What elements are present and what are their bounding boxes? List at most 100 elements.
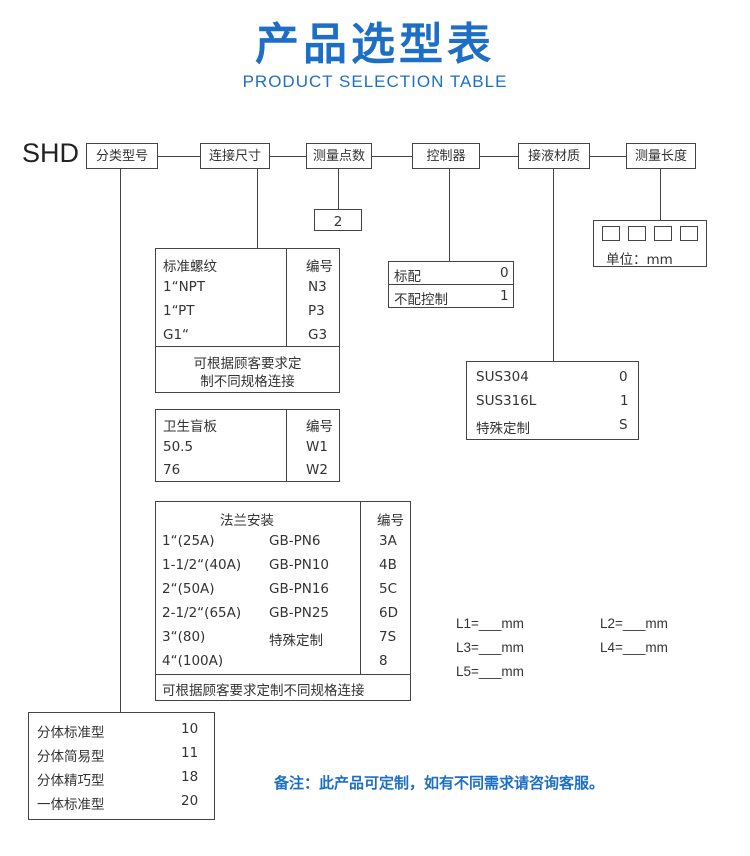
digit-square [628,226,646,241]
flange-row-standard: GB-PN6 [269,533,321,549]
model-row-code: 10 [181,721,199,737]
controller-row-name: 不配控制 [394,292,448,308]
model-row-name: 分体标准型 [37,725,105,741]
thread-row-name: G1“ [163,327,190,343]
model-row-code: 11 [181,745,199,761]
thread-footer: 制不同规格连接 [200,374,295,390]
controller-row-code: 0 [500,265,509,281]
material-row-code: S [619,417,628,433]
table-divider [156,346,339,347]
category-measure-points: 测量点数 [306,143,372,169]
thread-header-code: 编号 [306,259,333,275]
digit-square [680,226,698,241]
connector-line [590,156,626,157]
length-l2: L2=___mm [600,616,668,631]
code-prefix: SHD [22,138,80,168]
controller-table: 标配 0 不配控制 1 [388,261,514,308]
points-value-box: 2 [314,209,362,231]
flange-row-code: 8 [379,653,388,669]
flange-row-size: 2“(50A) [162,581,215,597]
flange-row-standard: GB-PN10 [269,557,330,573]
sanitary-row-code: W1 [306,439,328,455]
flange-row-size: 2-1/2“(65A) [162,605,242,621]
material-row-name: SUS316L [476,393,537,409]
model-row-code: 18 [181,769,199,785]
length-l4: L4=___mm [600,640,668,655]
model-row-name: 分体精巧型 [37,773,105,789]
thread-table: 标准螺纹 编号 1“NPT N3 1“PT P3 G1“ G3 可根据顾客要求定… [155,248,340,393]
flange-row-standard: 特殊定制 [269,633,323,649]
model-row-code: 20 [181,793,199,809]
flange-row-size: 4“(100A) [162,653,224,669]
table-divider [360,502,361,674]
table-divider [389,284,513,285]
thread-row-name: 1“NPT [163,279,206,295]
material-row-code: 0 [619,369,628,385]
model-row-name: 分体简易型 [37,749,105,765]
flange-header-code: 编号 [377,513,404,529]
length-l5: L5=___mm [456,664,524,679]
connector-line [660,169,661,220]
flange-row-code: 3A [379,533,397,549]
category-connection-size: 连接尺寸 [200,143,270,169]
connector-line [257,169,258,248]
thread-header-name: 标准螺纹 [163,259,217,275]
category-controller: 控制器 [412,143,480,169]
flange-row-size: 3“(80) [162,629,206,645]
sanitary-row-code: W2 [306,462,328,478]
flange-row-size: 1-1/2“(40A) [162,557,242,573]
sanitary-header-name: 卫生盲板 [163,419,217,435]
category-model: 分类型号 [86,143,158,169]
category-measure-length: 测量长度 [626,143,696,169]
page-subtitle: PRODUCT SELECTION TABLE [242,72,508,91]
thread-footer: 可根据顾客要求定 [193,356,302,372]
flange-row-code: 5C [379,581,398,597]
thread-row-code: P3 [308,303,325,319]
sanitary-table: 卫生盲板 编号 50.5 W1 76 W2 [155,409,340,482]
flange-header-name: 法兰安装 [220,513,274,529]
connector-line [553,169,554,361]
flange-row-size: 1“(25A) [162,533,215,549]
category-wetted-material: 接液材质 [518,143,590,169]
length-l1: L1=___mm [456,616,524,631]
connector-line [449,169,450,261]
digit-square [654,226,672,241]
thread-row-name: 1“PT [163,303,195,319]
flange-row-code: 7S [379,629,397,645]
material-table: SUS304 0 SUS316L 1 特殊定制 S [466,361,639,440]
sanitary-header-code: 编号 [306,419,333,435]
points-value: 2 [333,214,343,230]
flange-table: 法兰安装 编号 1“(25A) GB-PN6 3A 1-1/2“(40A) GB… [155,501,411,701]
connector-line [158,156,200,157]
connector-line [120,169,121,712]
page-title: 产品选型表 [255,19,495,70]
thread-row-code: N3 [308,279,327,295]
sanitary-row-name: 50.5 [163,439,194,455]
length-unit-label: 单位：mm [606,252,673,268]
flange-footer: 可根据顾客要求定制不同规格连接 [162,683,365,699]
length-l3: L3=___mm [456,640,524,655]
controller-row-name: 标配 [394,269,421,285]
table-divider [286,410,287,481]
sanitary-row-name: 76 [163,462,181,478]
connector-line [270,156,306,157]
table-divider [286,249,287,346]
flange-row-code: 4B [379,557,397,573]
flange-row-standard: GB-PN16 [269,581,330,597]
material-row-name: 特殊定制 [476,421,530,437]
controller-row-code: 1 [500,288,509,304]
thread-row-code: G3 [308,327,328,343]
table-divider [156,674,410,675]
connector-line [480,156,518,157]
material-row-name: SUS304 [476,369,529,385]
digit-square [602,226,620,241]
flange-row-standard: GB-PN25 [269,605,330,621]
flange-row-code: 6D [379,605,398,621]
connector-line [338,169,339,209]
model-table: 分体标准型 10 分体简易型 11 分体精巧型 18 一体标准型 20 [28,712,215,820]
connector-line [372,156,412,157]
length-box: 单位：mm [593,220,707,268]
model-row-name: 一体标准型 [37,797,105,813]
material-row-code: 1 [620,393,629,409]
footer-note: 备注：此产品可定制，如有不同需求请咨询客服。 [274,774,605,792]
